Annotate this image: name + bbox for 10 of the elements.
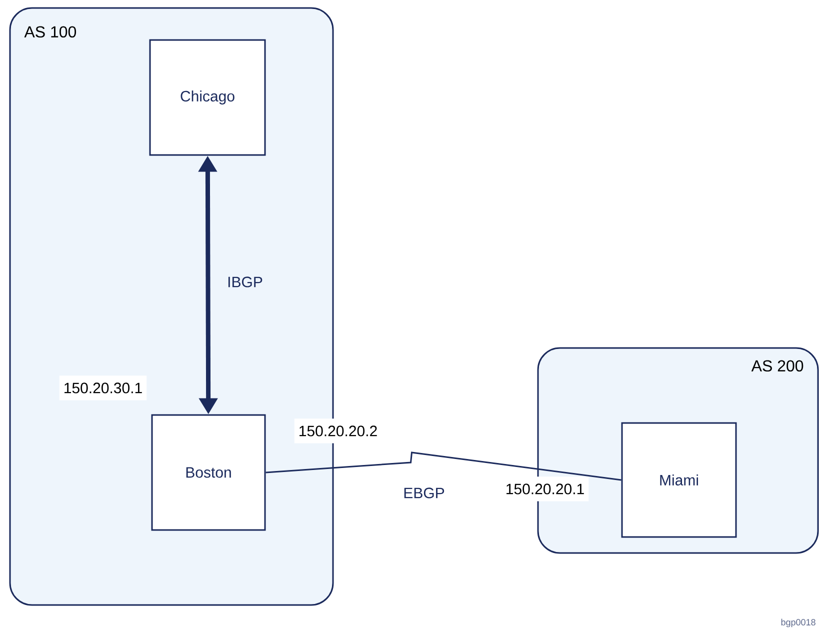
edge-label: EBGP <box>404 488 444 498</box>
figure-id: bgp0018 <box>781 618 816 628</box>
address-label: 150.20.20.2 <box>294 418 382 444</box>
connection-line <box>266 452 622 481</box>
address-label: 150.20.30.1 <box>59 376 147 400</box>
address-label: 150.20.20.1 <box>501 476 589 502</box>
router-box: Miami <box>621 422 737 538</box>
edge-label: IBGP <box>228 276 262 288</box>
router-box: Boston <box>151 414 266 531</box>
router-box: Chicago <box>149 39 266 156</box>
